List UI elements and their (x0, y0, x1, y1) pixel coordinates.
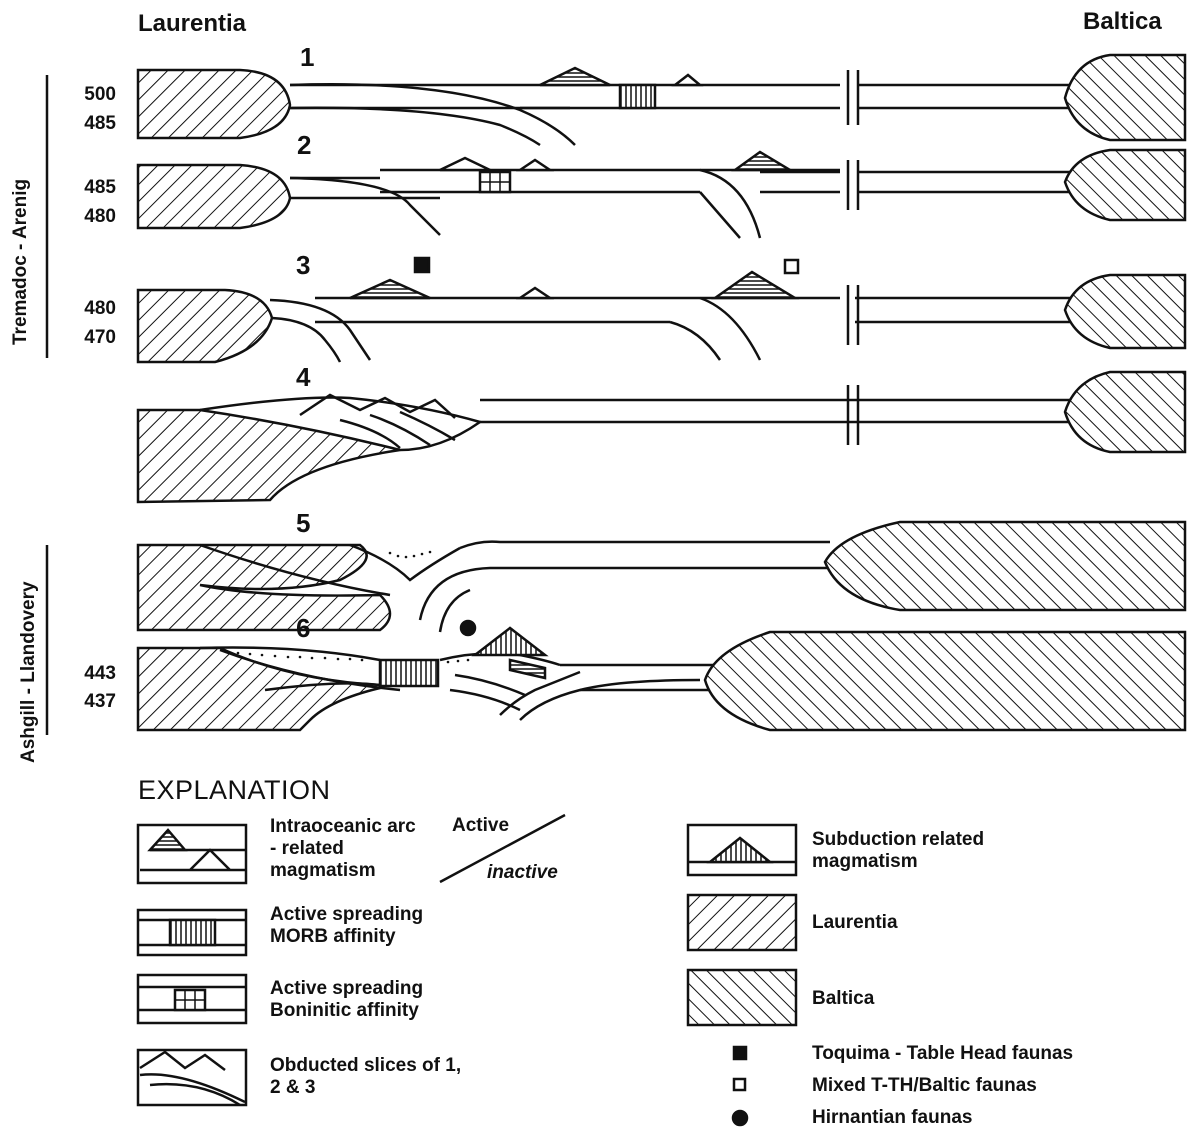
subduction-magmatism-6 (475, 628, 545, 655)
mixed-fauna-3 (785, 260, 798, 273)
legend-baltica-label: Baltica (812, 988, 874, 1010)
legend-swatch-laurentia (688, 895, 796, 950)
legend-swatch-arc (138, 825, 246, 883)
age-6-end: 437 (66, 691, 116, 712)
age-1-end: 485 (66, 113, 116, 134)
stage-3-number: 3 (296, 250, 310, 281)
toquima-fauna-3 (415, 258, 429, 272)
row-2 (138, 150, 1185, 238)
age-3-start: 480 (66, 298, 116, 319)
stage-4-number: 4 (296, 362, 310, 393)
age-2-start: 485 (66, 177, 116, 198)
stage-5-number: 5 (296, 508, 310, 539)
legend-active-label: Active (452, 815, 509, 837)
age-3-end: 470 (66, 327, 116, 348)
period-upper: Tremadoc - Arenig (10, 179, 32, 345)
baltica-block-4 (1065, 372, 1185, 452)
stage-6-number: 6 (296, 613, 310, 644)
legend-obducted-label: Obducted slices of 1, 2 & 3 (270, 1055, 470, 1099)
age-6-start: 443 (66, 663, 116, 684)
baltica-heading: Baltica (1083, 8, 1162, 36)
laurentia-heading: Laurentia (138, 10, 246, 38)
period-lower: Ashgill - Llandovery (18, 581, 40, 763)
legend-arc-label: Intraoceanic arc - related magmatism (270, 816, 420, 882)
legend-toquima-symbol (734, 1047, 746, 1059)
baltica-block-5 (825, 522, 1185, 610)
legend-swatch-baltica (688, 970, 796, 1025)
legend-title: EXPLANATION (138, 775, 331, 806)
morb-6 (380, 660, 438, 686)
laurentia-block-4 (138, 410, 400, 502)
arc-2b (520, 160, 550, 170)
baltica-block-3 (1065, 275, 1185, 348)
legend-hirnantian-label: Hirnantian faunas (812, 1107, 972, 1129)
laurentia-block-1 (138, 70, 290, 138)
legend-hirnantian-symbol (733, 1111, 747, 1125)
baltica-block-2 (1065, 150, 1185, 220)
laurentia-block-6 (138, 648, 380, 730)
legend-boninitic-label: Active spreading Boninitic affinity (270, 978, 480, 1022)
legend-subduction-label: Subduction related magmatism (812, 829, 1052, 873)
legend-morb-label: Active spreading MORB affinity (270, 904, 480, 948)
stage-1-number: 1 (300, 42, 314, 73)
legend-inactive-label: inactive (487, 862, 558, 884)
laurentia-block-2 (138, 165, 290, 228)
arc-3c (715, 272, 795, 298)
row-1 (138, 55, 1185, 145)
baltica-block-6 (705, 632, 1185, 730)
hirnantian-fauna-6 (461, 621, 475, 635)
arc-3b (520, 288, 550, 298)
arc-1b (675, 75, 700, 85)
laurentia-block-3 (138, 290, 272, 362)
morb-1 (620, 85, 655, 108)
arc-2c (735, 152, 790, 170)
arc-1a (540, 68, 610, 85)
age-2-end: 480 (66, 206, 116, 227)
legend-mixed-symbol (734, 1079, 745, 1090)
legend-mixed-label: Mixed T-TH/Baltic faunas (812, 1075, 1037, 1097)
baltica-block-1 (1065, 55, 1185, 140)
stage-2-number: 2 (297, 130, 311, 161)
legend-laurentia-label: Laurentia (812, 912, 898, 934)
legend-toquima-label: Toquima - Table Head faunas (812, 1043, 1073, 1065)
age-1-start: 500 (66, 84, 116, 105)
arc-3a (350, 280, 430, 298)
arc-2a (440, 158, 490, 170)
